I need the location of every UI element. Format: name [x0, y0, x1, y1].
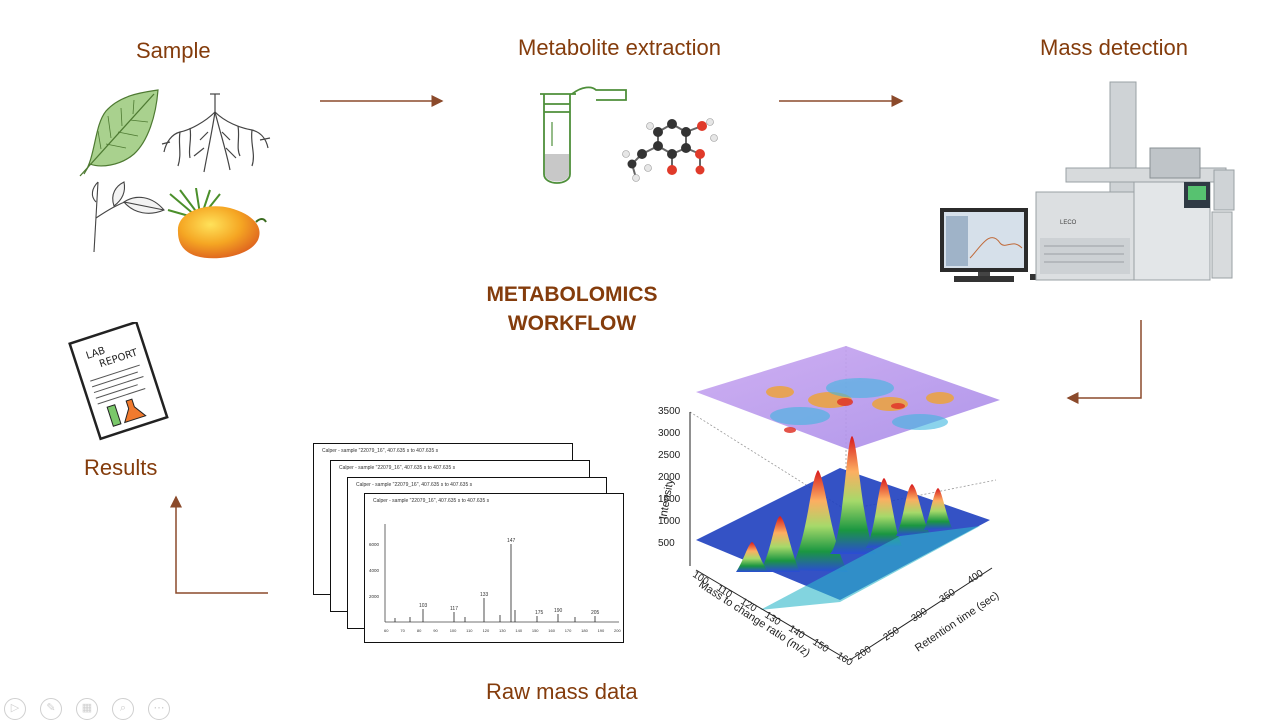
x-tick: 70: [400, 628, 405, 633]
3d-intensity-plot: Intensity Mass to change ratio (m/z) Ret…: [657, 346, 1001, 669]
x-tick: 120: [483, 628, 490, 633]
x-tick: 80: [417, 628, 422, 633]
workflow-title-line1: METABOLOMICS: [486, 283, 658, 306]
spectrum-card-header: Calper - sample "22079_16", 407.635 s to…: [339, 465, 456, 471]
x-tick: 90: [433, 628, 438, 633]
y-tick: 350: [938, 587, 958, 606]
raw-data-title: Raw mass data: [486, 679, 638, 704]
peak-label: 175: [535, 610, 544, 616]
z-tick: 3000: [658, 428, 681, 439]
zoom-icon[interactable]: ⌕: [112, 698, 134, 720]
y-tick: 300: [910, 606, 930, 625]
peak-label: 147: [507, 538, 516, 544]
x-tick: 190: [598, 628, 605, 633]
z-tick: 1000: [658, 516, 681, 527]
extraction-title: Metabolite extraction: [518, 35, 721, 60]
more-icon[interactable]: ⋯: [148, 698, 170, 720]
y-axis-label: Retention time (sec): [913, 589, 1001, 654]
x-tick: 60: [384, 628, 389, 633]
peak-label: 205: [591, 610, 600, 616]
z-tick: 2500: [658, 450, 681, 461]
branch-icon: [91, 181, 165, 253]
report-icon: LAB REPORT: [68, 322, 169, 441]
sample-title: Sample: [136, 38, 211, 63]
x-tick: 160: [548, 628, 555, 633]
y-tick: 250: [882, 625, 902, 644]
mango-icon: [167, 188, 267, 259]
molecule-icon: [622, 118, 718, 182]
x-tick: 100: [450, 628, 457, 633]
x-tick: 200: [614, 628, 621, 633]
x-tick: 130: [499, 628, 506, 633]
spectrum-card-header: Calper - sample "22079_16", 407.635 s to…: [356, 482, 473, 488]
peak-label: 103: [419, 603, 428, 609]
y-tick: 4000: [369, 568, 380, 573]
mass-spectrum-plot: 147 133 117 103 190 175 205 2000 4000 60…: [369, 524, 621, 633]
arrow-detection-data: [1066, 320, 1142, 404]
instrument-brand: LECO: [1060, 220, 1077, 226]
y-tick: 6000: [369, 542, 380, 547]
tube-icon: [540, 86, 627, 184]
x-tick: 150: [810, 637, 830, 656]
spectrum-card-header: Calper - sample "22079_16", 407.635 s to…: [373, 498, 490, 504]
instrument-icon: LECO: [940, 81, 1235, 282]
z-tick: 1500: [658, 494, 681, 505]
spectrum-card-header: Calper - sample "22079_16", 407.635 s to…: [322, 448, 439, 454]
peak-label: 190: [554, 608, 563, 614]
play-icon[interactable]: ▷: [4, 698, 26, 720]
detection-title: Mass detection: [1040, 35, 1188, 60]
y-tick: 2000: [369, 594, 380, 599]
x-tick: 170: [565, 628, 572, 633]
x-tick: 110: [466, 628, 473, 633]
peak-label: 133: [480, 592, 489, 598]
workflow-title: METABOLOMICS WORKFLOW: [450, 280, 694, 338]
z-tick: 500: [658, 538, 675, 549]
spectrum-card-front: Calper - sample "22079_16", 407.635 s to…: [364, 493, 624, 643]
results-title: Results: [84, 455, 158, 480]
x-tick: 150: [532, 628, 539, 633]
peak-label: 117: [450, 606, 458, 612]
x-axis-label: Mass to change ratio (m/z): [696, 578, 812, 659]
x-tick: 140: [515, 628, 522, 633]
x-tick: 180: [581, 628, 588, 633]
pen-icon[interactable]: ✎: [40, 698, 62, 720]
arrow-data-results: [170, 495, 268, 594]
slides-icon[interactable]: ▦: [76, 698, 98, 720]
root-icon: [161, 93, 271, 173]
x-tick: 160: [834, 650, 854, 669]
z-tick: 3500: [658, 406, 681, 417]
z-tick: 2000: [658, 472, 681, 483]
leaf-icon: [79, 89, 159, 177]
workflow-title-line2: WORKFLOW: [507, 312, 637, 335]
